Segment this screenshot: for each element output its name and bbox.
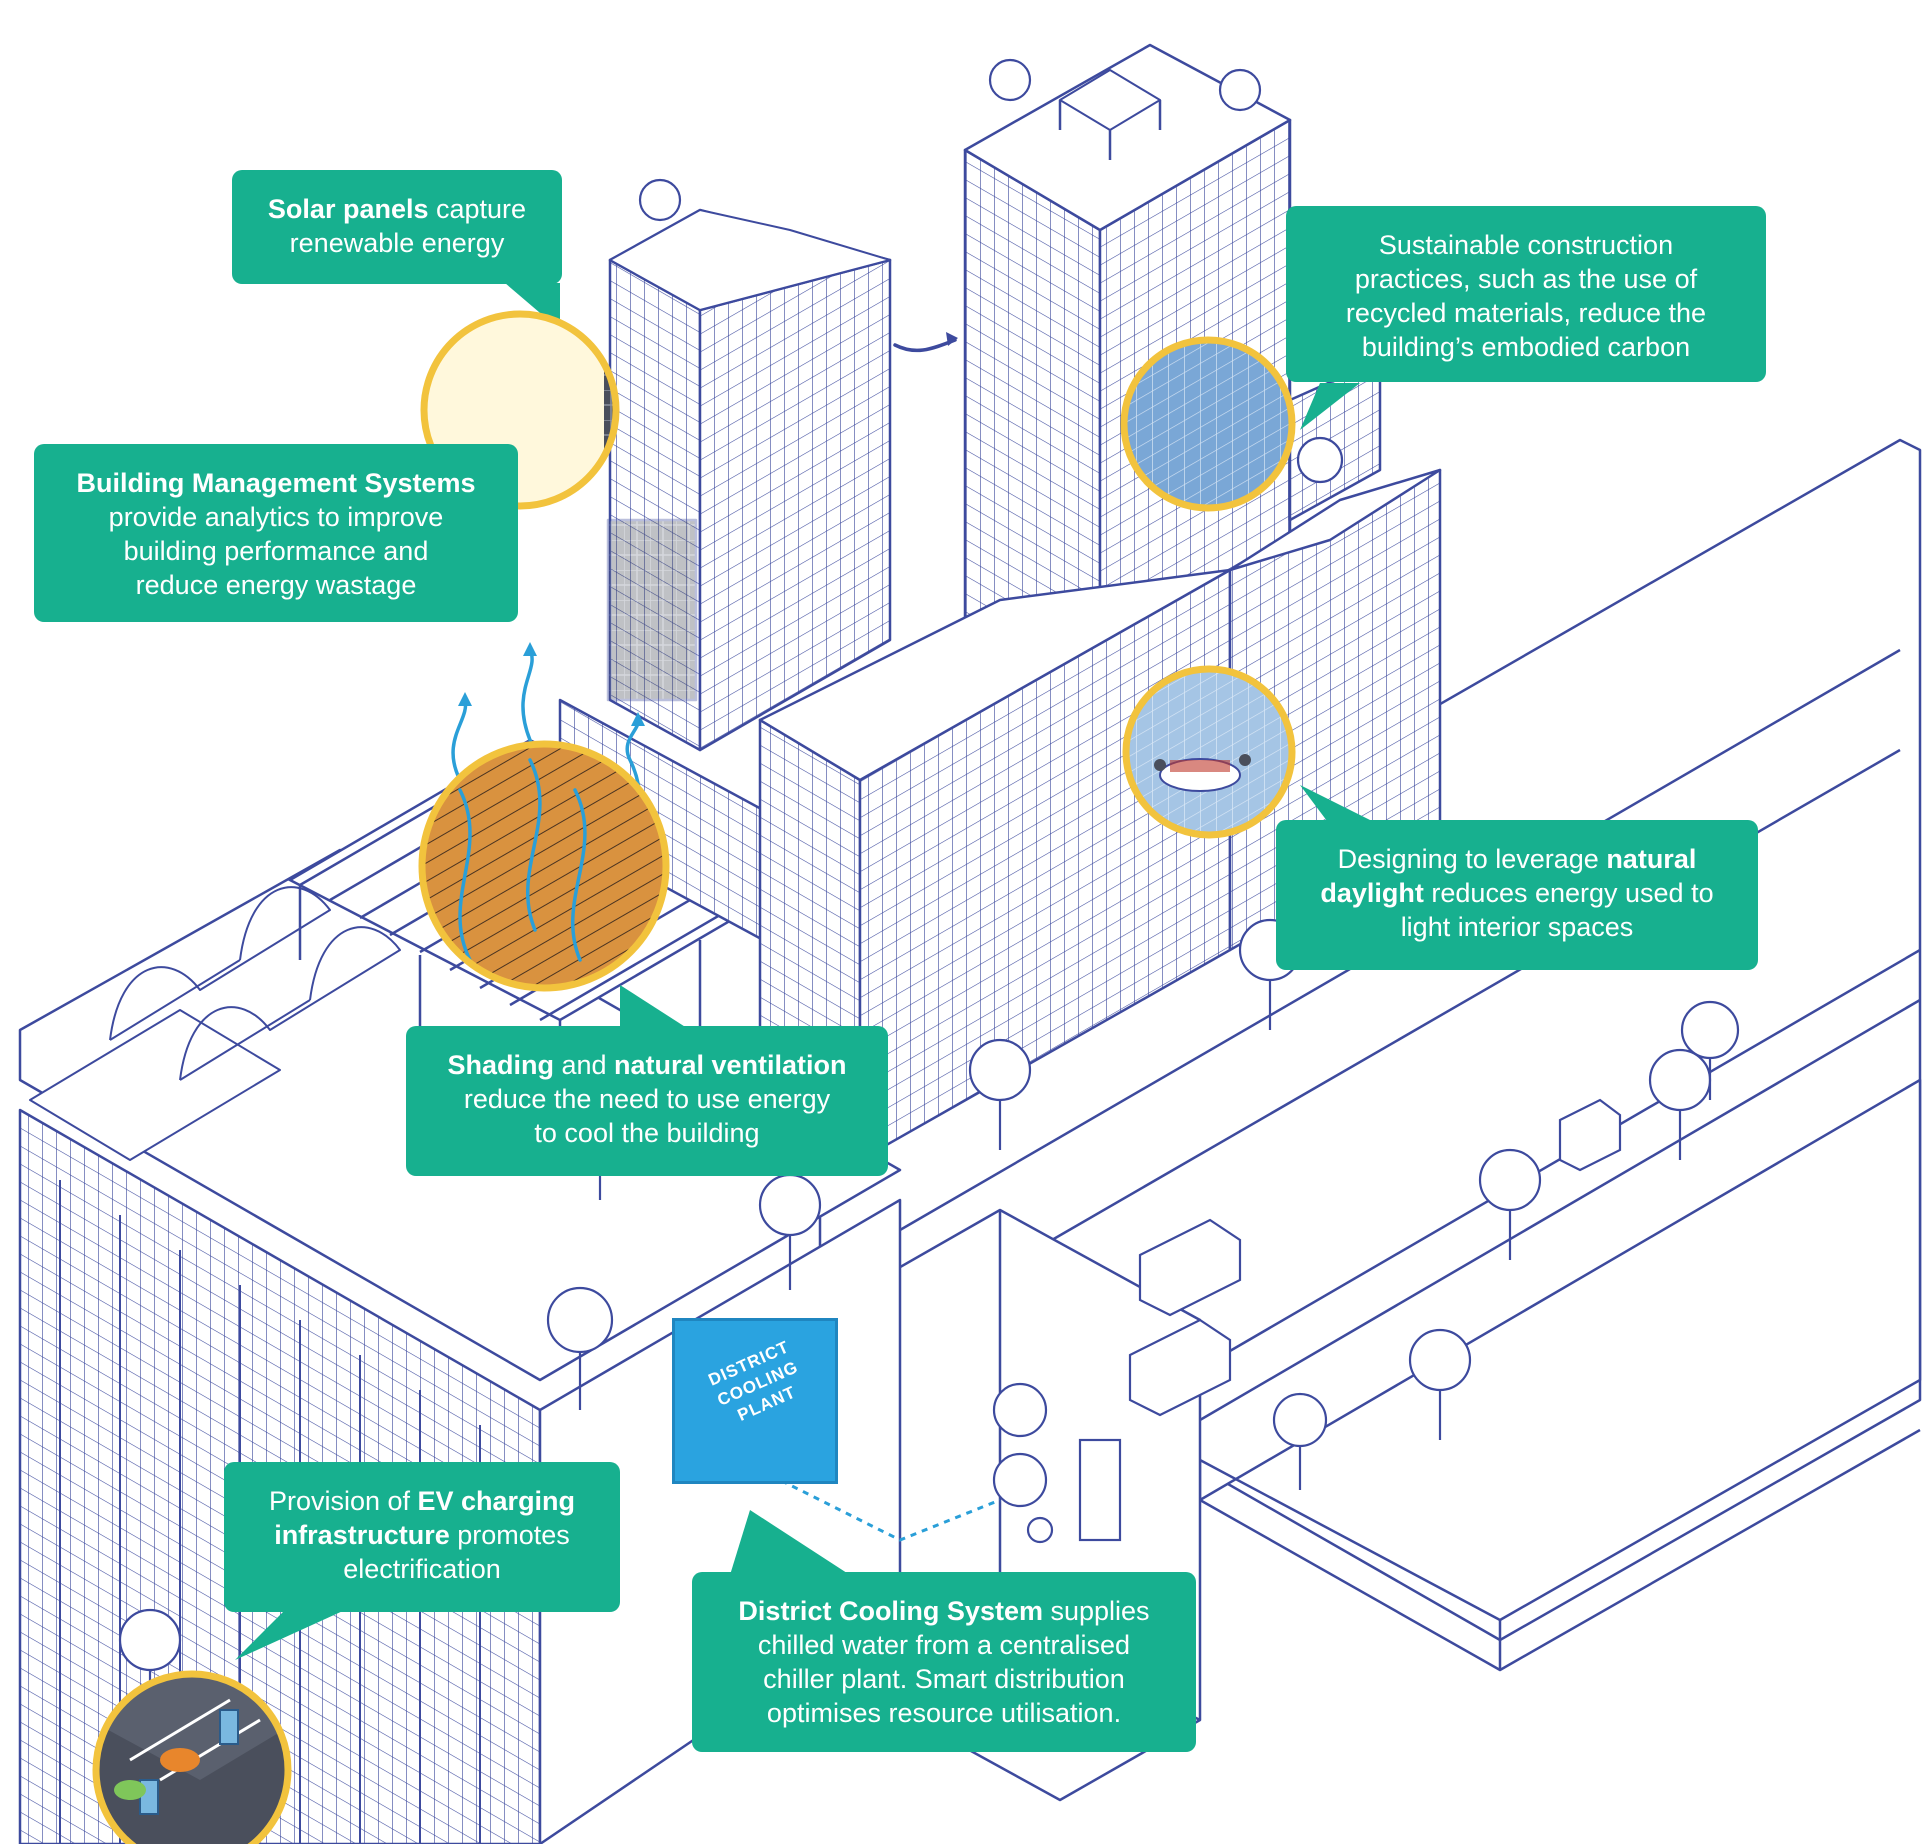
shading-callout-text-1: and xyxy=(553,1050,614,1080)
shading-ventilation-callout: Shading and natural ventilation reduce t… xyxy=(406,1026,888,1176)
daylight-callout-bold-1: natural xyxy=(1606,844,1697,874)
bms-callout-bold: Building Management Systems xyxy=(76,468,476,498)
solar-panels-callout: Solar panels capture renewable energy xyxy=(232,170,562,284)
cooling-callout-text-3: chiller plant. Smart distribution xyxy=(763,1664,1125,1694)
bms-callout-text-3: building performance and xyxy=(123,536,429,566)
ev-callout-bold-2: infrastructure xyxy=(274,1520,450,1550)
cooling-callout-text-1: supplies xyxy=(1042,1596,1150,1626)
solar-callout-text-2: renewable energy xyxy=(289,228,505,258)
callout-pointers xyxy=(235,283,1380,1660)
district-cooling-callout: District Cooling System supplies chilled… xyxy=(692,1572,1196,1752)
cooling-pipe-line xyxy=(759,1468,1001,1542)
cooling-callout-bold: District Cooling System xyxy=(738,1596,1043,1626)
sustainable-construction-callout: Sustainable construction practices, such… xyxy=(1286,206,1766,382)
solar-callout-bold: Solar panels xyxy=(267,194,429,224)
daylight-callout-text-2: reduces energy used to xyxy=(1423,878,1714,908)
sustainable-callout-text-2: practices, such as the use of xyxy=(1354,264,1698,294)
buses xyxy=(1128,1098,1622,1417)
shading-deck-lens xyxy=(418,740,670,992)
shading-callout-text-3: to cool the building xyxy=(534,1118,760,1148)
district-cooling-plant-sign: DISTRICT COOLING PLANT xyxy=(672,1318,838,1484)
ev-callout-text-1: Provision of xyxy=(268,1486,418,1516)
left-tower xyxy=(606,208,892,752)
ev-callout-bold-1: EV charging xyxy=(417,1486,576,1516)
solar-callout-text-1: capture xyxy=(428,194,527,224)
cooling-callout-text-4: optimises resource utilisation. xyxy=(766,1698,1122,1728)
sustainable-callout-text-3: recycled materials, reduce the xyxy=(1345,298,1707,328)
bms-callout-text-2: provide analytics to improve xyxy=(108,502,444,532)
ev-callout-text-3: electrification xyxy=(343,1554,501,1584)
natural-daylight-callout: Designing to leverage natural daylight r… xyxy=(1276,820,1758,970)
shading-callout-text-2: reduce the need to use energy xyxy=(463,1084,831,1114)
recycled-materials-lens xyxy=(1120,336,1296,512)
sustainable-callout-text-4: building’s embodied carbon xyxy=(1361,332,1691,362)
shading-callout-bold-1: Shading xyxy=(447,1050,554,1080)
shading-callout-bold-2: natural ventilation xyxy=(614,1050,847,1080)
ev-callout-text-2: promotes xyxy=(449,1520,570,1550)
daylight-callout-bold-2: daylight xyxy=(1320,878,1424,908)
natural-daylight-lens xyxy=(1122,665,1296,839)
ev-charging-lens xyxy=(92,1670,292,1844)
sustainable-callout-text-1: Sustainable construction xyxy=(1378,230,1674,260)
daylight-callout-text-3: light interior spaces xyxy=(1400,912,1634,942)
bms-callout-text-4: reduce energy wastage xyxy=(135,570,417,600)
building-management-callout: Building Management Systems provide anal… xyxy=(34,444,518,622)
chiller-pipes xyxy=(992,1382,1122,1544)
cooling-callout-text-2: chilled water from a centralised xyxy=(757,1630,1131,1660)
daylight-callout-text-1: Designing to leverage xyxy=(1337,844,1607,874)
ev-charging-callout: Provision of EV charging infrastructure … xyxy=(224,1462,620,1612)
